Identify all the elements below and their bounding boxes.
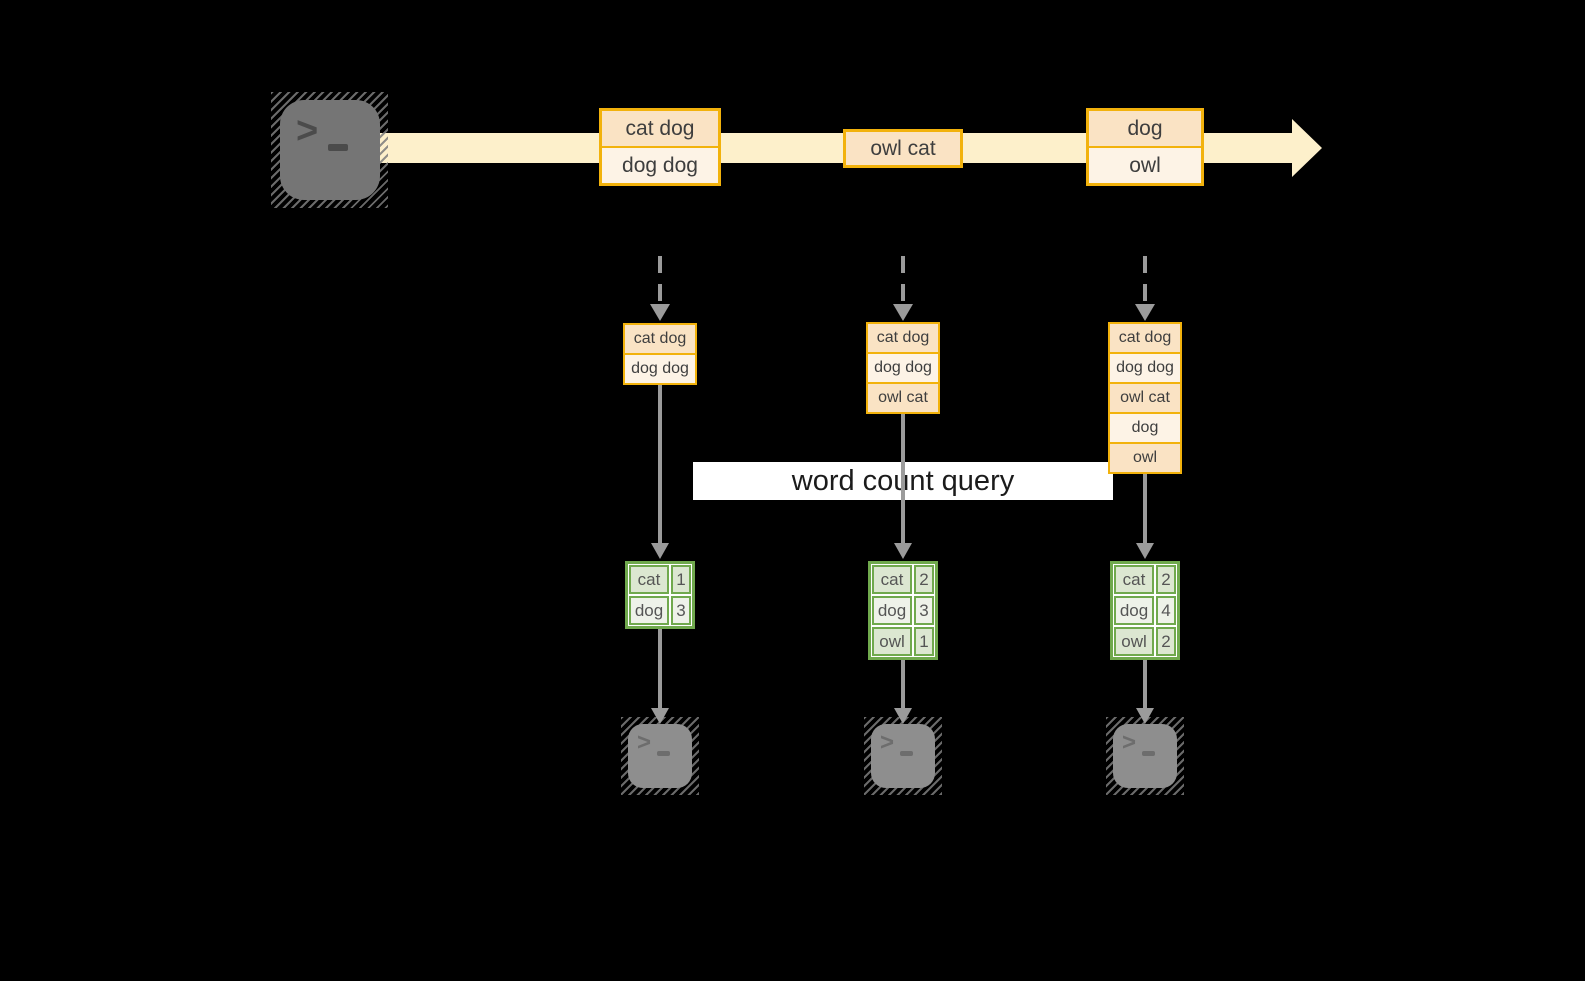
ingest-arrowhead-right (1135, 304, 1155, 321)
terminal-icon: > (628, 724, 692, 788)
prompt-chevron-glyph: > (1122, 729, 1137, 756)
terminal-icon: > (1113, 724, 1177, 788)
prompt-chevron-glyph: > (296, 110, 319, 152)
word-cell: cat (629, 565, 669, 594)
stream-event-text: dog dog (602, 148, 718, 183)
prompt-chevron-glyph: > (637, 729, 652, 756)
sink-arrow-middle (901, 660, 905, 708)
word-cell: dog (1114, 596, 1154, 625)
prompt-underscore-glyph (900, 751, 913, 756)
ingest-arrowhead-middle (893, 304, 913, 321)
buffer-cell: dog dog (868, 352, 938, 382)
result-table-right: cat 2 dog 4 owl 2 (1110, 561, 1180, 660)
ingest-arrow-middle (901, 256, 905, 304)
stream-event-box-2: owl cat (843, 129, 963, 168)
buffer-cell: dog dog (625, 353, 695, 383)
buffer-cell: cat dog (868, 324, 938, 352)
ingest-arrow-left (658, 256, 662, 304)
buffer-cell: owl cat (1110, 382, 1180, 412)
query-arrowhead-right (1136, 543, 1154, 559)
count-cell: 2 (1156, 565, 1176, 594)
prompt-underscore-glyph (1142, 751, 1155, 756)
buffer-cell: owl cat (868, 382, 938, 412)
buffer-cell: cat dog (625, 325, 695, 353)
event-buffer-left: cat dog dog dog (623, 323, 697, 385)
stream-event-text: owl (1089, 148, 1201, 183)
word-cell: dog (629, 596, 669, 625)
buffer-cell: owl (1110, 442, 1180, 472)
prompt-underscore-glyph (657, 751, 670, 756)
terminal-icon: > (280, 100, 380, 200)
stream-event-text: dog (1089, 111, 1201, 148)
event-buffer-right: cat dog dog dog owl cat dog owl (1108, 322, 1182, 474)
stream-event-text: cat dog (602, 111, 718, 148)
count-cell: 2 (1156, 627, 1176, 656)
buffer-cell: dog dog (1110, 352, 1180, 382)
result-table-left: cat 1 dog 3 (625, 561, 695, 629)
count-cell: 3 (914, 596, 934, 625)
event-buffer-middle: cat dog dog dog owl cat (866, 322, 940, 414)
query-arrowhead-middle (894, 543, 912, 559)
stream-event-box-1: cat dog dog dog (599, 108, 721, 186)
sink-arrow-right (1143, 660, 1147, 708)
prompt-underscore-glyph (328, 144, 348, 151)
word-cell: cat (872, 565, 912, 594)
count-cell: 3 (671, 596, 691, 625)
prompt-chevron-glyph: > (880, 729, 895, 756)
ingest-arrow-right (1143, 256, 1147, 304)
ingest-arrowhead-left (650, 304, 670, 321)
query-arrow-middle (901, 414, 905, 543)
terminal-icon: > (871, 724, 935, 788)
word-cell: owl (1114, 627, 1154, 656)
word-cell: cat (1114, 565, 1154, 594)
query-arrow-left (658, 385, 662, 543)
count-cell: 1 (914, 627, 934, 656)
count-cell: 1 (671, 565, 691, 594)
buffer-cell: cat dog (1110, 324, 1180, 352)
stream-event-box-3: dog owl (1086, 108, 1204, 186)
word-cell: dog (872, 596, 912, 625)
sink-arrowhead-right (1136, 708, 1154, 724)
sink-arrowhead-middle (894, 708, 912, 724)
count-cell: 2 (914, 565, 934, 594)
word-cell: owl (872, 627, 912, 656)
result-table-middle: cat 2 dog 3 owl 1 (868, 561, 938, 660)
sink-arrow-left (658, 629, 662, 708)
sink-arrowhead-left (651, 708, 669, 724)
stream-event-text: owl cat (846, 132, 960, 165)
stream-timeline-arrowhead (1292, 119, 1322, 177)
count-cell: 4 (1156, 596, 1176, 625)
query-arrow-right (1143, 474, 1147, 543)
query-arrowhead-left (651, 543, 669, 559)
buffer-cell: dog (1110, 412, 1180, 442)
